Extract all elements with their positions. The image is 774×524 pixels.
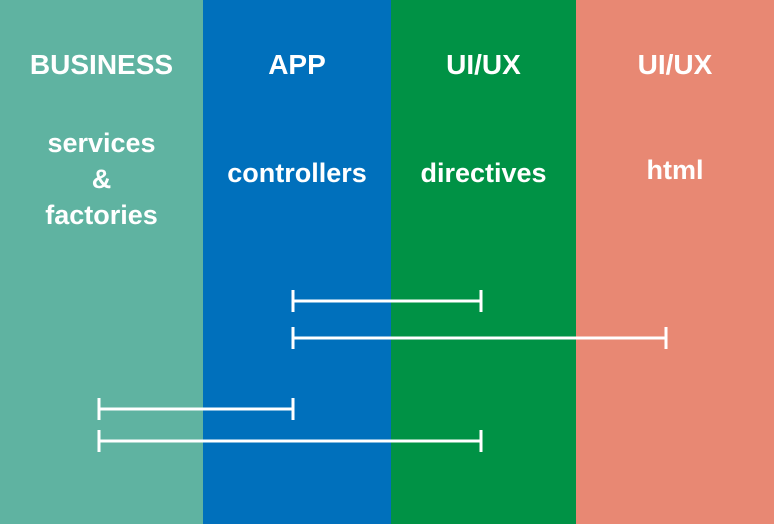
- column-subtitle-app: controllers: [203, 155, 391, 191]
- subtitle-line: &: [91, 164, 112, 194]
- column-subtitle-business: services & factories: [0, 125, 203, 233]
- column-title-business: BUSINESS: [29, 49, 174, 80]
- subtitle-line: services: [47, 128, 156, 158]
- column-directives: UI/UX directives: [391, 0, 576, 524]
- column-title-html: UI/UX: [637, 49, 713, 80]
- column-subtitle-directives: directives: [391, 155, 576, 191]
- column-title-app: APP: [268, 49, 326, 80]
- connector-business-to-app: [97, 398, 295, 420]
- column-subtitle-html: html: [576, 152, 774, 188]
- connector-app-to-directives: [291, 290, 483, 312]
- subtitle-line: html: [646, 155, 704, 185]
- connector-business-to-directives: [97, 430, 483, 452]
- connector-app-to-html: [291, 327, 668, 349]
- subtitle-line: directives: [420, 158, 547, 188]
- column-title-directives: UI/UX: [446, 49, 521, 80]
- subtitle-line: controllers: [227, 158, 367, 188]
- subtitle-line: factories: [45, 200, 158, 230]
- column-html: UI/UX html: [576, 0, 774, 524]
- column-business: BUSINESS services & factories: [0, 0, 203, 524]
- column-app: APP controllers: [203, 0, 391, 524]
